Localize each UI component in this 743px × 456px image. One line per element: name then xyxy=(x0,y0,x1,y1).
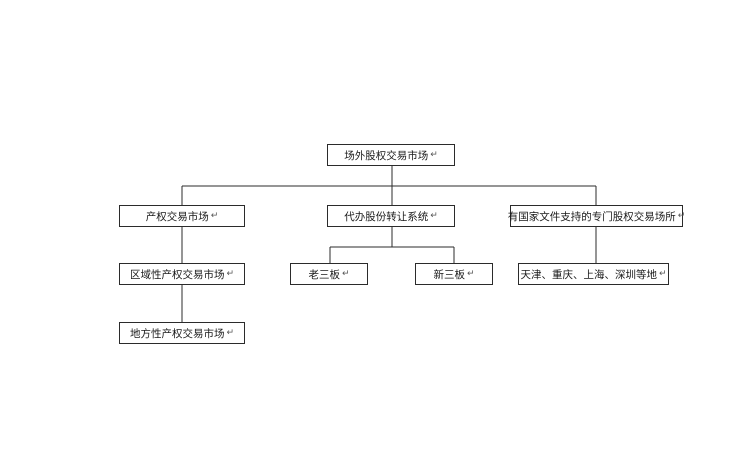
old-third-board-node: 老三板↵ xyxy=(290,263,368,285)
paragraph-mark: ↵ xyxy=(466,269,475,279)
paragraph-mark: ↵ xyxy=(341,269,350,279)
property-rights-label: 产权交易市场 xyxy=(145,210,209,223)
agency-transfer-label: 代办股份转让系统 xyxy=(344,210,429,223)
regional-property-label: 区域性产权交易市场 xyxy=(129,268,225,281)
agency-transfer-node: 代办股份转让系统↵ xyxy=(327,205,455,227)
paragraph-mark: ↵ xyxy=(677,211,686,221)
regional-property-node: 区域性产权交易市场↵ xyxy=(119,263,245,285)
cities-node: 天津、重庆、上海、深圳等地↵ xyxy=(518,263,669,285)
paragraph-mark: ↵ xyxy=(430,211,438,221)
paragraph-mark: ↵ xyxy=(430,150,438,160)
cities-label: 天津、重庆、上海、深圳等地 xyxy=(520,268,657,281)
root-node-label: 场外股权交易市场 xyxy=(344,149,429,162)
old-third-board-label: 老三板 xyxy=(308,268,340,281)
designated-venues-node: 有国家文件支持的专门股权交易场所↵ xyxy=(507,205,686,227)
local-property-node: 地方性产权交易市场↵ xyxy=(119,322,245,344)
paragraph-mark: ↵ xyxy=(210,211,219,221)
local-property-label: 地方性产权交易市场 xyxy=(129,327,225,340)
property-rights-node: 产权交易市场↵ xyxy=(119,205,245,227)
designated-venues-label: 有国家文件支持的专门股权交易场所 xyxy=(507,210,676,223)
paragraph-mark: ↵ xyxy=(226,328,235,338)
paragraph-mark: ↵ xyxy=(226,269,235,279)
root-node: 场外股权交易市场↵ xyxy=(327,144,455,166)
new-third-board-label: 新三板 xyxy=(433,268,465,281)
new-third-board-node: 新三板↵ xyxy=(415,263,493,285)
paragraph-mark: ↵ xyxy=(658,269,667,279)
